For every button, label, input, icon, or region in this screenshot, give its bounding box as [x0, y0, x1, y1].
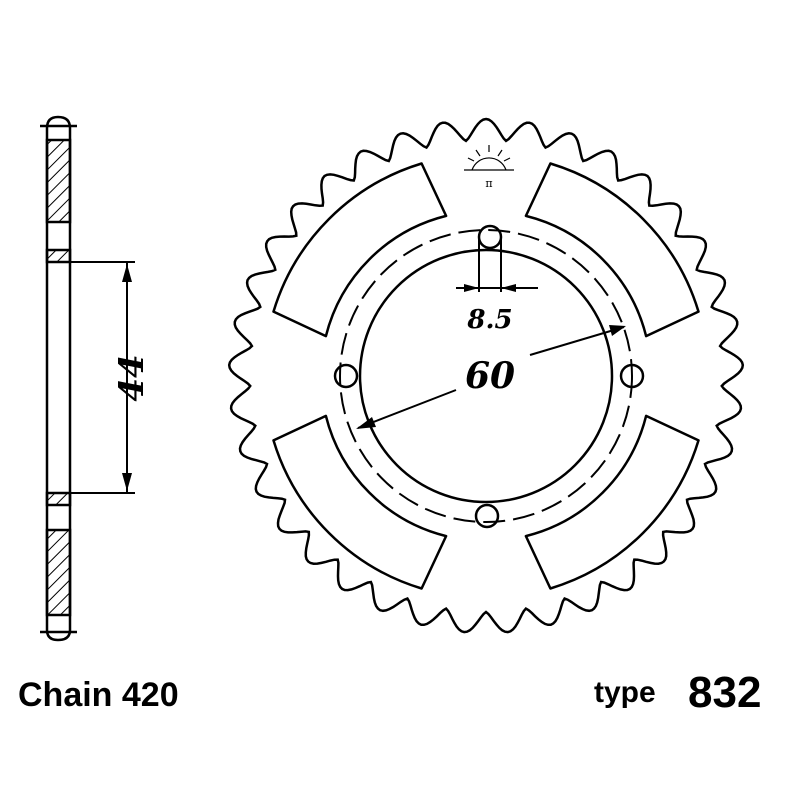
sprocket-front-view — [227, 117, 745, 634]
hatched-section — [45, 528, 72, 617]
sprocket-teeth-outline — [227, 117, 745, 634]
type-label: type — [594, 676, 656, 709]
dimension-60-label: 60 — [465, 355, 515, 397]
dimension-44-label: 44 — [112, 354, 152, 401]
hatched-section — [45, 248, 72, 264]
logo-mark: π — [485, 177, 492, 190]
type-number: 832 — [688, 668, 762, 717]
bolt-hole — [474, 503, 500, 529]
lightening-window — [524, 162, 700, 338]
side-view — [40, 115, 135, 642]
hatched-section — [45, 491, 72, 507]
lightening-window — [524, 414, 700, 590]
lightening-window — [272, 162, 448, 338]
manufacturer-logo-icon — [464, 145, 514, 171]
chain-label: Chain 420 — [18, 676, 179, 714]
bolt-circle-dashed — [339, 229, 633, 523]
bolt-hole — [333, 363, 359, 389]
hatched-section — [45, 138, 72, 224]
lightening-windows — [272, 162, 700, 590]
dimension-8-5-label: 8.5 — [466, 305, 512, 335]
center-bore — [358, 248, 614, 504]
bolt-hole — [619, 363, 645, 389]
lightening-window — [272, 414, 448, 590]
